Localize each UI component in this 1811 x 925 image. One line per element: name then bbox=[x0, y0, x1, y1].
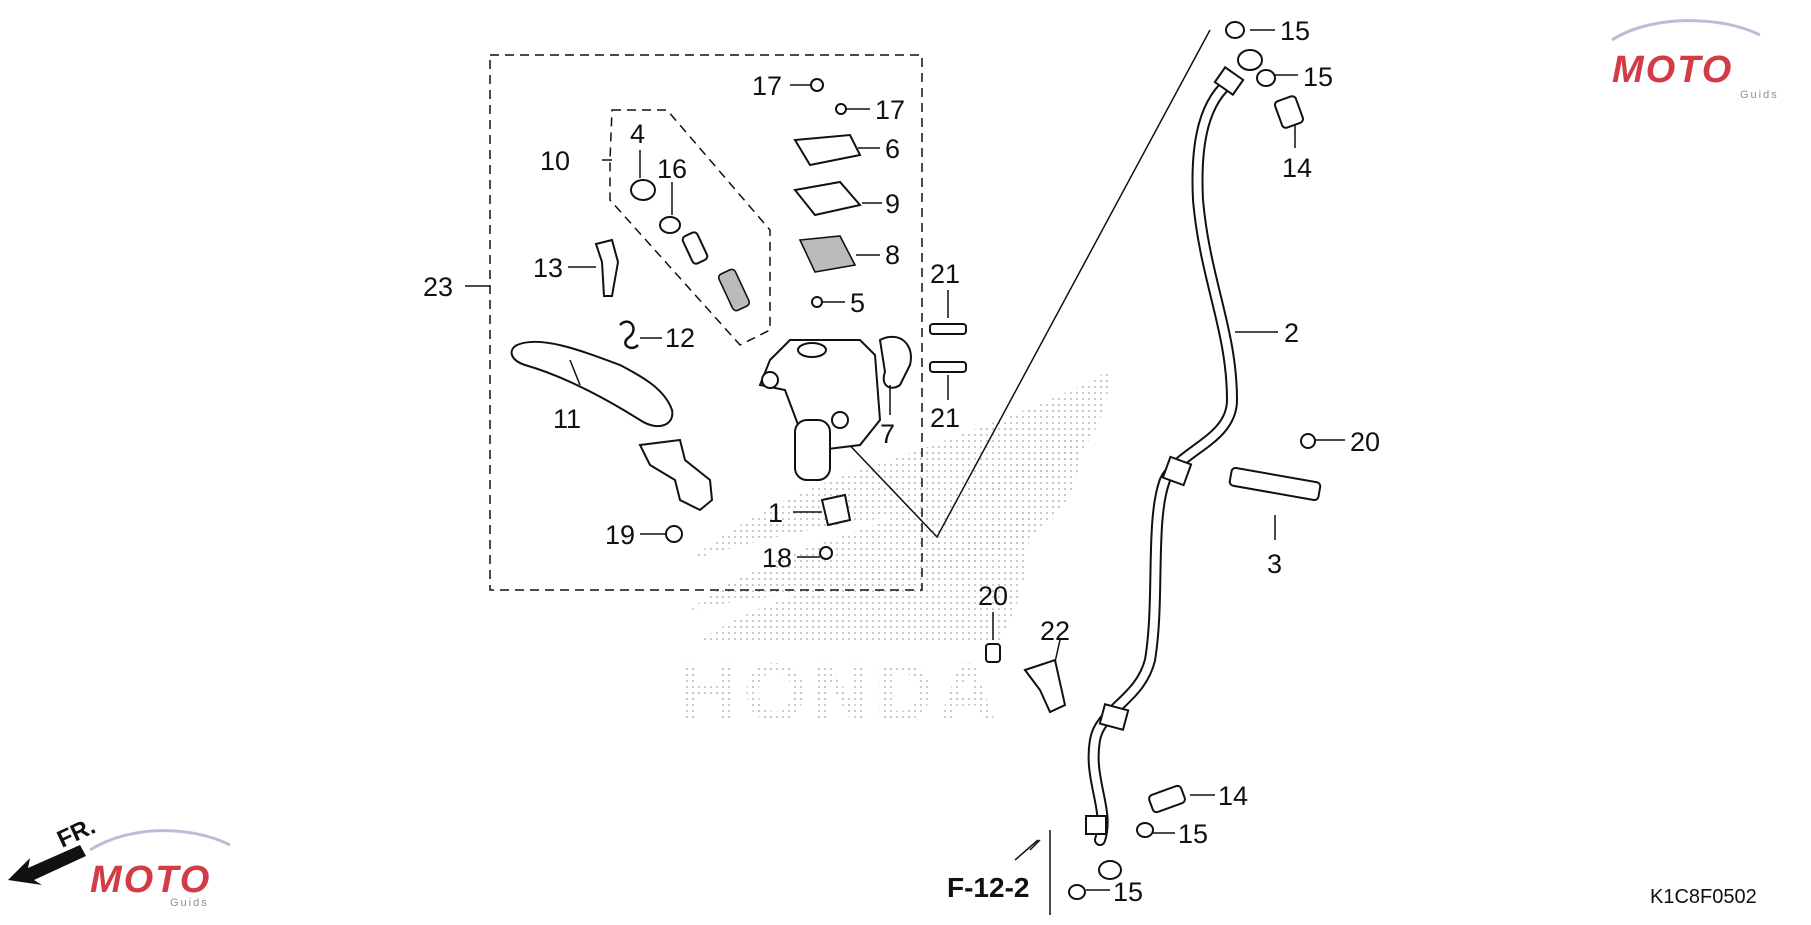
callout-5: 5 bbox=[850, 288, 865, 318]
callout-18: 18 bbox=[762, 543, 792, 573]
diagram-code: K1C8F0502 bbox=[1650, 886, 1757, 908]
callout-8: 8 bbox=[885, 240, 900, 270]
callout-22: 22 bbox=[1040, 616, 1070, 646]
circlip bbox=[659, 216, 681, 234]
honda-background-text: HONDA bbox=[680, 647, 1001, 738]
callout-15c: 15 bbox=[1178, 819, 1208, 849]
watermark-top-right: MOTO Guids bbox=[1611, 19, 1779, 101]
callout-14a: 14 bbox=[1282, 153, 1312, 183]
callout-4: 4 bbox=[630, 119, 645, 149]
callout-14b: 14 bbox=[1218, 781, 1248, 811]
brake-hose bbox=[1085, 49, 1263, 880]
front-direction-arrow: FR. bbox=[8, 813, 100, 885]
watermark-brand-top: MOTO bbox=[1612, 49, 1733, 91]
screw-17a bbox=[810, 78, 824, 92]
brake-lever bbox=[510, 340, 674, 428]
callout-23: 23 bbox=[423, 272, 453, 302]
reference-group: F-12-2 bbox=[947, 839, 1039, 903]
watermark-bottom-left: MOTO Guids bbox=[89, 829, 231, 909]
callout-20a: 20 bbox=[1350, 427, 1380, 457]
callout-6: 6 bbox=[885, 134, 900, 164]
reservoir-plate bbox=[793, 180, 862, 217]
callout-19: 19 bbox=[605, 520, 635, 550]
bolt-14b bbox=[1148, 784, 1186, 814]
watermark-sub-top: Guids bbox=[1740, 89, 1779, 101]
assembly-boundary bbox=[489, 54, 923, 591]
callout-11: 11 bbox=[553, 404, 581, 434]
callout-2: 2 bbox=[1284, 318, 1299, 348]
screw-17b bbox=[835, 103, 847, 115]
callout-17a: 17 bbox=[752, 71, 782, 101]
piston-assembly bbox=[681, 231, 751, 312]
reservoir-cap bbox=[793, 133, 862, 167]
piston-set-boundary bbox=[609, 109, 771, 346]
callout-13: 13 bbox=[533, 253, 563, 283]
bolt-20b bbox=[985, 643, 1001, 663]
bolt-14a bbox=[1274, 95, 1304, 129]
callout-10: 10 bbox=[540, 146, 570, 176]
switch-1 bbox=[820, 493, 852, 527]
callout-15a: 15 bbox=[1280, 16, 1310, 46]
washer-15c bbox=[1136, 822, 1154, 838]
callout-15d: 15 bbox=[1113, 877, 1143, 907]
callout-16: 16 bbox=[657, 154, 687, 184]
nut-19 bbox=[665, 525, 683, 543]
callout-21a: 21 bbox=[930, 259, 960, 289]
washer-15b bbox=[1256, 69, 1276, 87]
callout-20b: 20 bbox=[978, 581, 1008, 611]
lever-bracket bbox=[638, 438, 714, 512]
bolts-21 bbox=[929, 323, 967, 373]
spring bbox=[619, 320, 639, 350]
clamp-22 bbox=[1023, 658, 1067, 714]
bracket-3 bbox=[1228, 466, 1322, 502]
watermark-brand-bottom: MOTO bbox=[90, 859, 211, 901]
clamp-holder bbox=[878, 335, 912, 389]
callout-17b: 17 bbox=[875, 95, 905, 125]
pivot-bolt bbox=[594, 238, 620, 297]
callout-9: 9 bbox=[885, 189, 900, 219]
callout-12: 12 bbox=[665, 323, 695, 353]
callout-labels: 1 2 3 4 5 6 7 8 9 10 11 12 13 14 14 15 1… bbox=[423, 16, 1380, 907]
callout-1: 1 bbox=[768, 498, 783, 528]
master-cylinder-body bbox=[758, 339, 882, 481]
leader-lines bbox=[465, 29, 1345, 915]
watermark-sub-bottom: Guids bbox=[170, 897, 209, 909]
washer-15a bbox=[1225, 21, 1245, 39]
bolt-20a bbox=[1300, 433, 1316, 449]
boot bbox=[630, 179, 656, 201]
callout-15b: 15 bbox=[1303, 62, 1333, 92]
screw-5 bbox=[811, 296, 823, 308]
reference-label: F-12-2 bbox=[947, 872, 1029, 903]
callout-3: 3 bbox=[1267, 549, 1282, 579]
callout-21b: 21 bbox=[930, 403, 960, 433]
callout-7: 7 bbox=[880, 419, 895, 449]
washer-15d bbox=[1068, 884, 1086, 900]
diaphragm bbox=[798, 235, 857, 273]
screw-18 bbox=[819, 546, 833, 560]
